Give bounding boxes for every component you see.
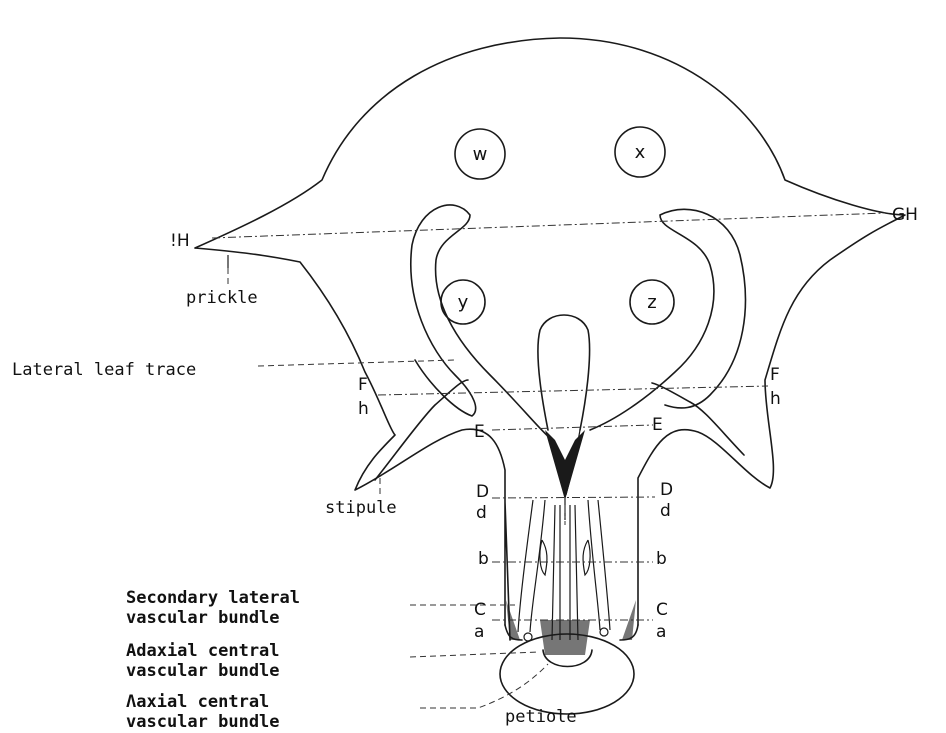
label-secondary-lateral-2: vascular bundle	[126, 608, 280, 628]
marker-D-left: D	[476, 482, 489, 502]
label-prickle: prickle	[186, 288, 258, 308]
marker-F-left: F	[358, 375, 368, 395]
circle-y: y	[441, 280, 485, 324]
right-stipule-inner	[652, 383, 744, 455]
marker-h-right: h	[770, 389, 781, 409]
label-abaxial-central-2: vascular bundle	[126, 712, 280, 732]
petiole-strands	[518, 500, 610, 640]
hatch-fan	[545, 430, 585, 500]
petiole-slits	[540, 540, 590, 575]
leader-abaxial-central	[420, 664, 548, 708]
marker-a-left: a	[474, 622, 484, 642]
section-line-GH	[212, 213, 885, 238]
marker-C-right: C	[656, 600, 668, 620]
right-loop	[590, 209, 745, 430]
circle-x: x	[615, 127, 665, 177]
marker-left-GH: !H	[170, 231, 190, 251]
circle-z: z	[630, 280, 674, 324]
marker-E-right: E	[652, 415, 663, 435]
marker-d-left: d	[476, 503, 487, 523]
marker-b-right: b	[656, 549, 667, 569]
adaxial-bundle-dot-2	[600, 628, 608, 636]
label-petiole: petiole	[505, 707, 577, 727]
label-adaxial-central-2: vascular bundle	[126, 661, 280, 681]
svg-text:x: x	[635, 142, 646, 163]
central-tongue	[538, 315, 590, 430]
marker-a-right: a	[656, 622, 666, 642]
marker-d-right: d	[660, 501, 671, 521]
label-lateral-leaf-trace: Lateral leaf trace	[12, 360, 196, 380]
svg-text:w: w	[473, 144, 488, 165]
leaf-outline	[195, 38, 905, 640]
leader-adaxial-central	[410, 652, 538, 657]
section-line-Dd	[492, 497, 655, 498]
leader-lateral-leaf-trace	[258, 360, 455, 366]
marker-C-left: C	[474, 600, 486, 620]
section-line-E	[492, 425, 653, 430]
svg-text:z: z	[647, 292, 656, 313]
left-loop	[411, 205, 552, 440]
marker-h-left: h	[358, 399, 369, 419]
marker-right-GH: GH	[892, 205, 918, 225]
left-stipule-inner	[375, 380, 468, 480]
label-stipule: stipule	[325, 498, 397, 518]
adaxial-bundle-dot	[524, 633, 532, 641]
label-secondary-lateral-1: Secondary lateral	[126, 588, 300, 608]
label-abaxial-central-1: Λaxial central	[126, 692, 269, 712]
section-line-Fh	[378, 386, 768, 395]
marker-F-right: F	[770, 365, 780, 385]
svg-text:y: y	[458, 292, 469, 313]
marker-b-left: b	[478, 549, 489, 569]
label-adaxial-central-1: Adaxial central	[126, 641, 280, 661]
marker-D-right: D	[660, 480, 673, 500]
marker-E-left: E	[474, 422, 485, 442]
circle-w: w	[455, 129, 505, 179]
